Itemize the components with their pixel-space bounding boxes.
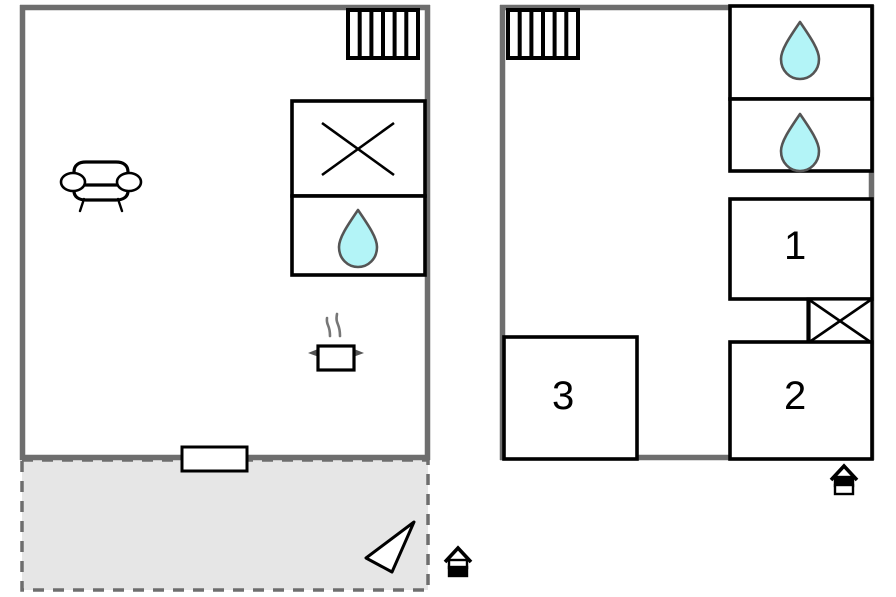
house-icon-ground — [443, 546, 473, 578]
cooking-pot-icon — [306, 312, 366, 372]
storage-room-x — [290, 99, 427, 198]
bathroom-room-upper-1 — [728, 4, 874, 101]
direction-pointer-icon — [364, 520, 416, 574]
bedroom-1-label: 1 — [784, 224, 807, 268]
bedroom-1 — [728, 197, 874, 301]
bedroom-3-label: 3 — [552, 374, 575, 418]
sofa-icon — [59, 160, 143, 213]
bedroom-2-label: 2 — [784, 374, 807, 418]
bathroom-room-upper-2 — [728, 97, 874, 173]
house-icon-upper — [829, 464, 859, 496]
stairs-icon — [346, 8, 420, 60]
bedroom-3 — [502, 335, 639, 461]
bathroom-room-ground — [290, 194, 427, 277]
stairs-icon — [506, 8, 580, 60]
terrace-area — [20, 458, 430, 592]
bedroom-2 — [728, 340, 874, 461]
ground-floor-group — [19, 4, 473, 592]
closet-x — [806, 297, 874, 345]
entry-door-opening — [180, 445, 249, 473]
upper-floor-group — [499, 4, 875, 496]
